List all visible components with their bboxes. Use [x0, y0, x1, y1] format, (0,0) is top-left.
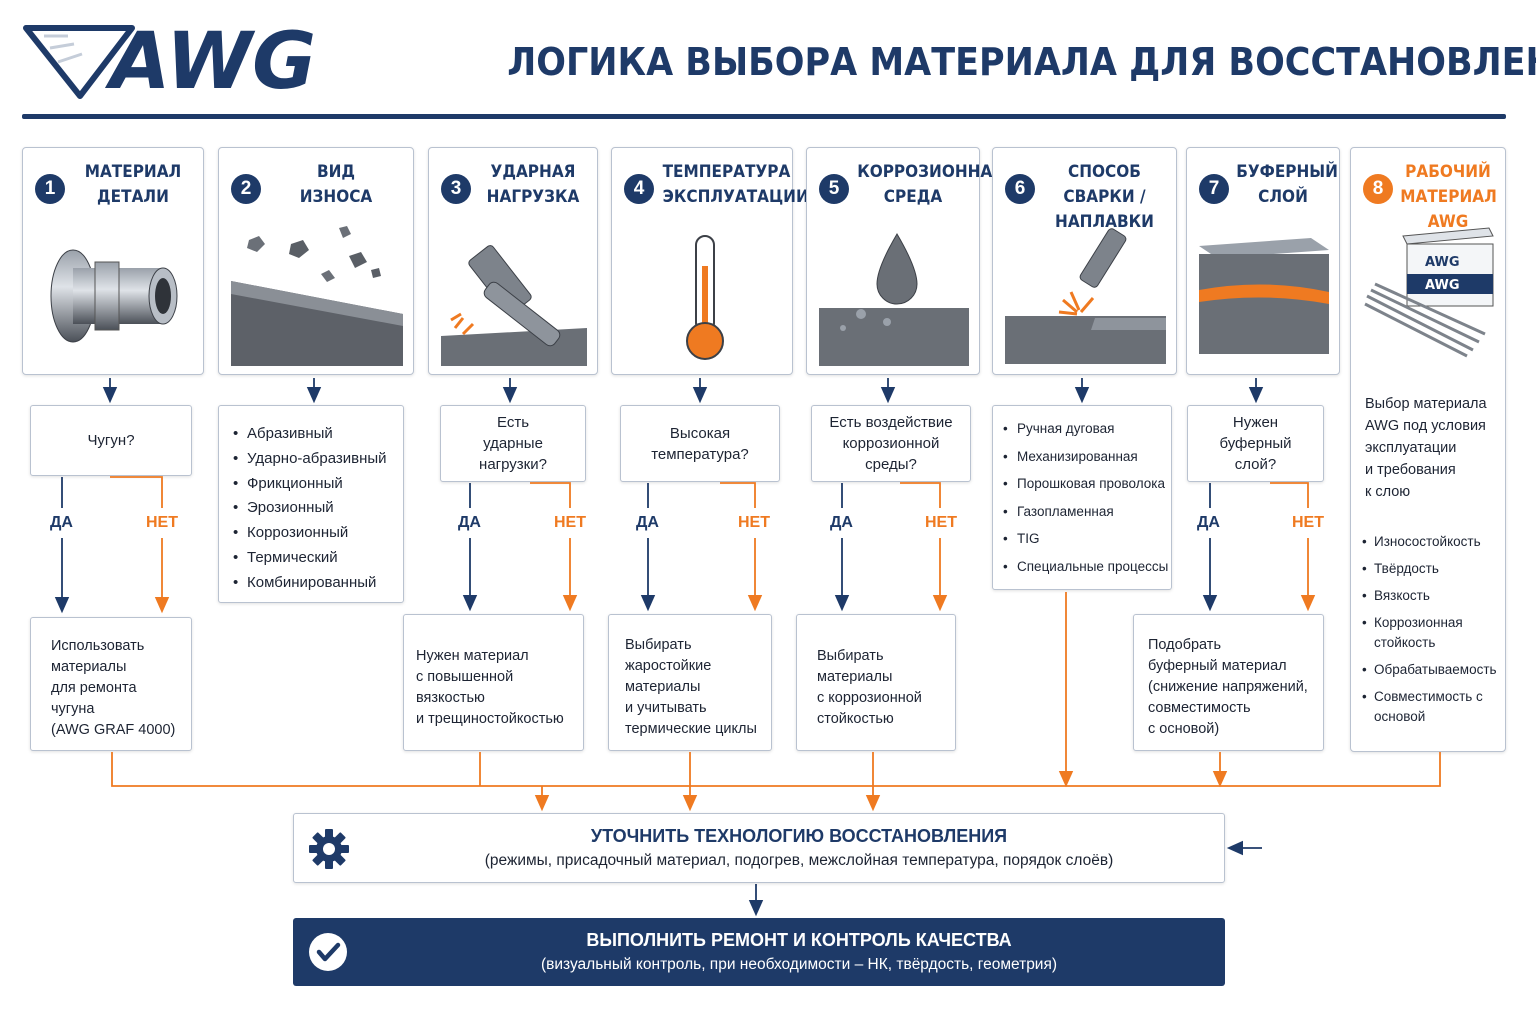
step-title-3: УДАРНАЯ НАГРУЗКА	[486, 162, 580, 207]
wear-types-list: АбразивныйУдарно-абразивныйФрикционныйЭр…	[218, 405, 404, 603]
result-temperature: Выбирать жаростойкие материалы и учитыва…	[608, 614, 772, 751]
weld-method-item: Ручная дуговая	[1003, 415, 1171, 443]
awg-electrode-box-illustration: AWG AWG	[1364, 227, 1494, 358]
step-card-4: 4 ТЕМПЕРАТУРА ЭКСПЛУАТАЦИИ	[611, 147, 809, 375]
step-title-7: БУФЕРНЫЙ СЛОЙ	[1236, 162, 1338, 207]
refine-technology-box: УТОЧНИТЬ ТЕХНОЛОГИЮ ВОССТАНОВЛЕНИЯ (режи…	[293, 813, 1225, 883]
result-buffer: Подобрать буферный материал (снижение на…	[1133, 614, 1324, 751]
question-cast-iron: Чугун?	[30, 405, 192, 476]
weld-methods-list: Ручная дуговаяМеханизированнаяПорошковая…	[992, 405, 1172, 590]
weld-method-item: Специальные процессы	[1003, 553, 1171, 581]
awg-criterion-item: Совместимость с основой	[1362, 687, 1502, 727]
step-title-4: ТЕМПЕРАТУРА ЭКСПЛУАТАЦИИ	[662, 162, 809, 207]
logo-text: AWG	[104, 22, 316, 102]
refine-title: УТОЧНИТЬ ТЕХНОЛОГИЮ ВОССТАНОВЛЕНИЯ	[590, 826, 1008, 846]
hammer-illustration	[441, 245, 587, 366]
question-impact: Есть ударные нагрузки?	[440, 405, 586, 482]
step-card-1: 1 МАТЕРИАЛ ДЕТАЛИ	[22, 147, 204, 375]
step-title-1: МАТЕРИАЛ ДЕТАЛИ	[84, 162, 182, 207]
step-title-5: КОРРОЗИОННАЯ СРЕДА	[857, 162, 1005, 207]
question-corrosion: Есть воздействие коррозионной среды?	[811, 405, 971, 482]
step-number-7: 7	[1199, 174, 1229, 204]
weld-method-item: Газопламенная	[1003, 498, 1171, 526]
wear-illustration	[231, 226, 403, 366]
awg-material-description: Выбор материала AWG под условия эксплуат…	[1365, 396, 1487, 500]
question-buffer: Нужен буферный слой?	[1187, 405, 1324, 482]
execute-repair-box: ВЫПОЛНИТЬ РЕМОНТ И КОНТРОЛЬ КАЧЕСТВА (ви…	[293, 918, 1225, 986]
wear-type-item: Комбинированный	[233, 571, 403, 596]
step-number-3: 3	[441, 174, 471, 204]
wear-type-item: Термический	[233, 546, 403, 571]
awg-criterion-item: Вязкость	[1362, 586, 1502, 606]
welding-torch-illustration	[1005, 228, 1166, 364]
label-yes-5: ДА	[830, 514, 853, 531]
cast-part-illustration	[50, 249, 178, 343]
step-number-4: 4	[624, 174, 654, 204]
label-yes-7: ДА	[1197, 514, 1220, 531]
weld-method-item: TIG	[1003, 525, 1171, 553]
step-title-2: ВИД ИЗНОСА	[299, 162, 373, 207]
label-no-7: НЕТ	[1292, 514, 1324, 531]
execute-title: ВЫПОЛНИТЬ РЕМОНТ И КОНТРОЛЬ КАЧЕСТВА	[586, 930, 1012, 950]
label-yes-3: ДА	[458, 514, 481, 531]
awg-logo: AWG	[23, 22, 316, 102]
wear-type-item: Фрикционный	[233, 472, 403, 497]
awg-criterion-item: Твёрдость	[1362, 559, 1502, 579]
awg-criterion-item: Износостойкость	[1362, 532, 1502, 552]
result-impact: Нужен материал с повышенной вязкостью и …	[403, 614, 584, 751]
question-temperature: Высокая температура?	[620, 405, 780, 482]
wear-type-item: Коррозионный	[233, 521, 403, 546]
step-number-6: 6	[1005, 174, 1035, 204]
step-card-7: 7 БУФЕРНЫЙ СЛОЙ	[1186, 147, 1340, 375]
refine-subtitle: (режимы, присадочный материал, подогрев,…	[484, 852, 1114, 869]
step-number-1: 1	[35, 174, 65, 204]
label-yes-4: ДА	[636, 514, 659, 531]
header-divider	[22, 114, 1506, 119]
step-number-5: 5	[819, 174, 849, 204]
result-cast-iron: Использовать материалы для ремонта чугун…	[30, 617, 192, 751]
box-brand-top: AWG	[1425, 255, 1460, 270]
wear-type-item: Абразивный	[233, 422, 403, 447]
label-no-4: НЕТ	[738, 514, 770, 531]
box-brand-bottom: AWG	[1425, 278, 1460, 293]
checkmark-icon	[309, 933, 347, 971]
weld-method-item: Порошковая проволока	[1003, 470, 1171, 498]
label-yes-1: ДА	[50, 514, 73, 531]
label-no-1: НЕТ	[146, 514, 178, 531]
execute-subtitle: (визуальный контроль, при необходимости …	[540, 956, 1058, 973]
step-title-8: РАБОЧИЙ МАТЕРИАЛ AWG	[1400, 162, 1497, 232]
wear-type-item: Эрозионный	[233, 496, 403, 521]
weld-method-item: Механизированная	[1003, 443, 1171, 471]
awg-criterion-item: Коррозионная стойкость	[1362, 613, 1502, 653]
step-title-6: СПОСОБ СВАРКИ / НАПЛАВКИ	[1055, 162, 1154, 232]
awg-criteria-list: ИзносостойкостьТвёрдостьВязкостьКоррозио…	[1362, 532, 1502, 734]
step-card-2: 2 ВИД ИЗНОСА	[218, 147, 414, 375]
step-number-2: 2	[231, 174, 261, 204]
step-card-3: 3 УДАРНАЯ НАГРУЗКА	[428, 147, 598, 375]
label-no-3: НЕТ	[554, 514, 586, 531]
page-title: ЛОГИКА ВЫБОРА МАТЕРИАЛА ДЛЯ ВОССТАНОВЛЕН…	[507, 40, 1536, 84]
result-corrosion: Выбирать материалы с коррозионной стойко…	[796, 614, 956, 751]
step-number-8: 8	[1363, 174, 1393, 204]
gear-icon	[309, 829, 349, 869]
label-no-5: НЕТ	[925, 514, 957, 531]
wear-type-item: Ударно-абразивный	[233, 447, 403, 472]
step-card-6: 6 СПОСОБ СВАРКИ / НАПЛАВКИ	[992, 147, 1177, 375]
corrosion-drop-illustration	[819, 233, 969, 366]
thermometer-icon	[686, 235, 724, 360]
buffer-layer-illustration	[1199, 238, 1329, 354]
awg-criterion-item: Обрабатываемость	[1362, 660, 1502, 680]
step-card-5: 5 КОРРОЗИОННАЯ СРЕДА	[806, 147, 1005, 375]
